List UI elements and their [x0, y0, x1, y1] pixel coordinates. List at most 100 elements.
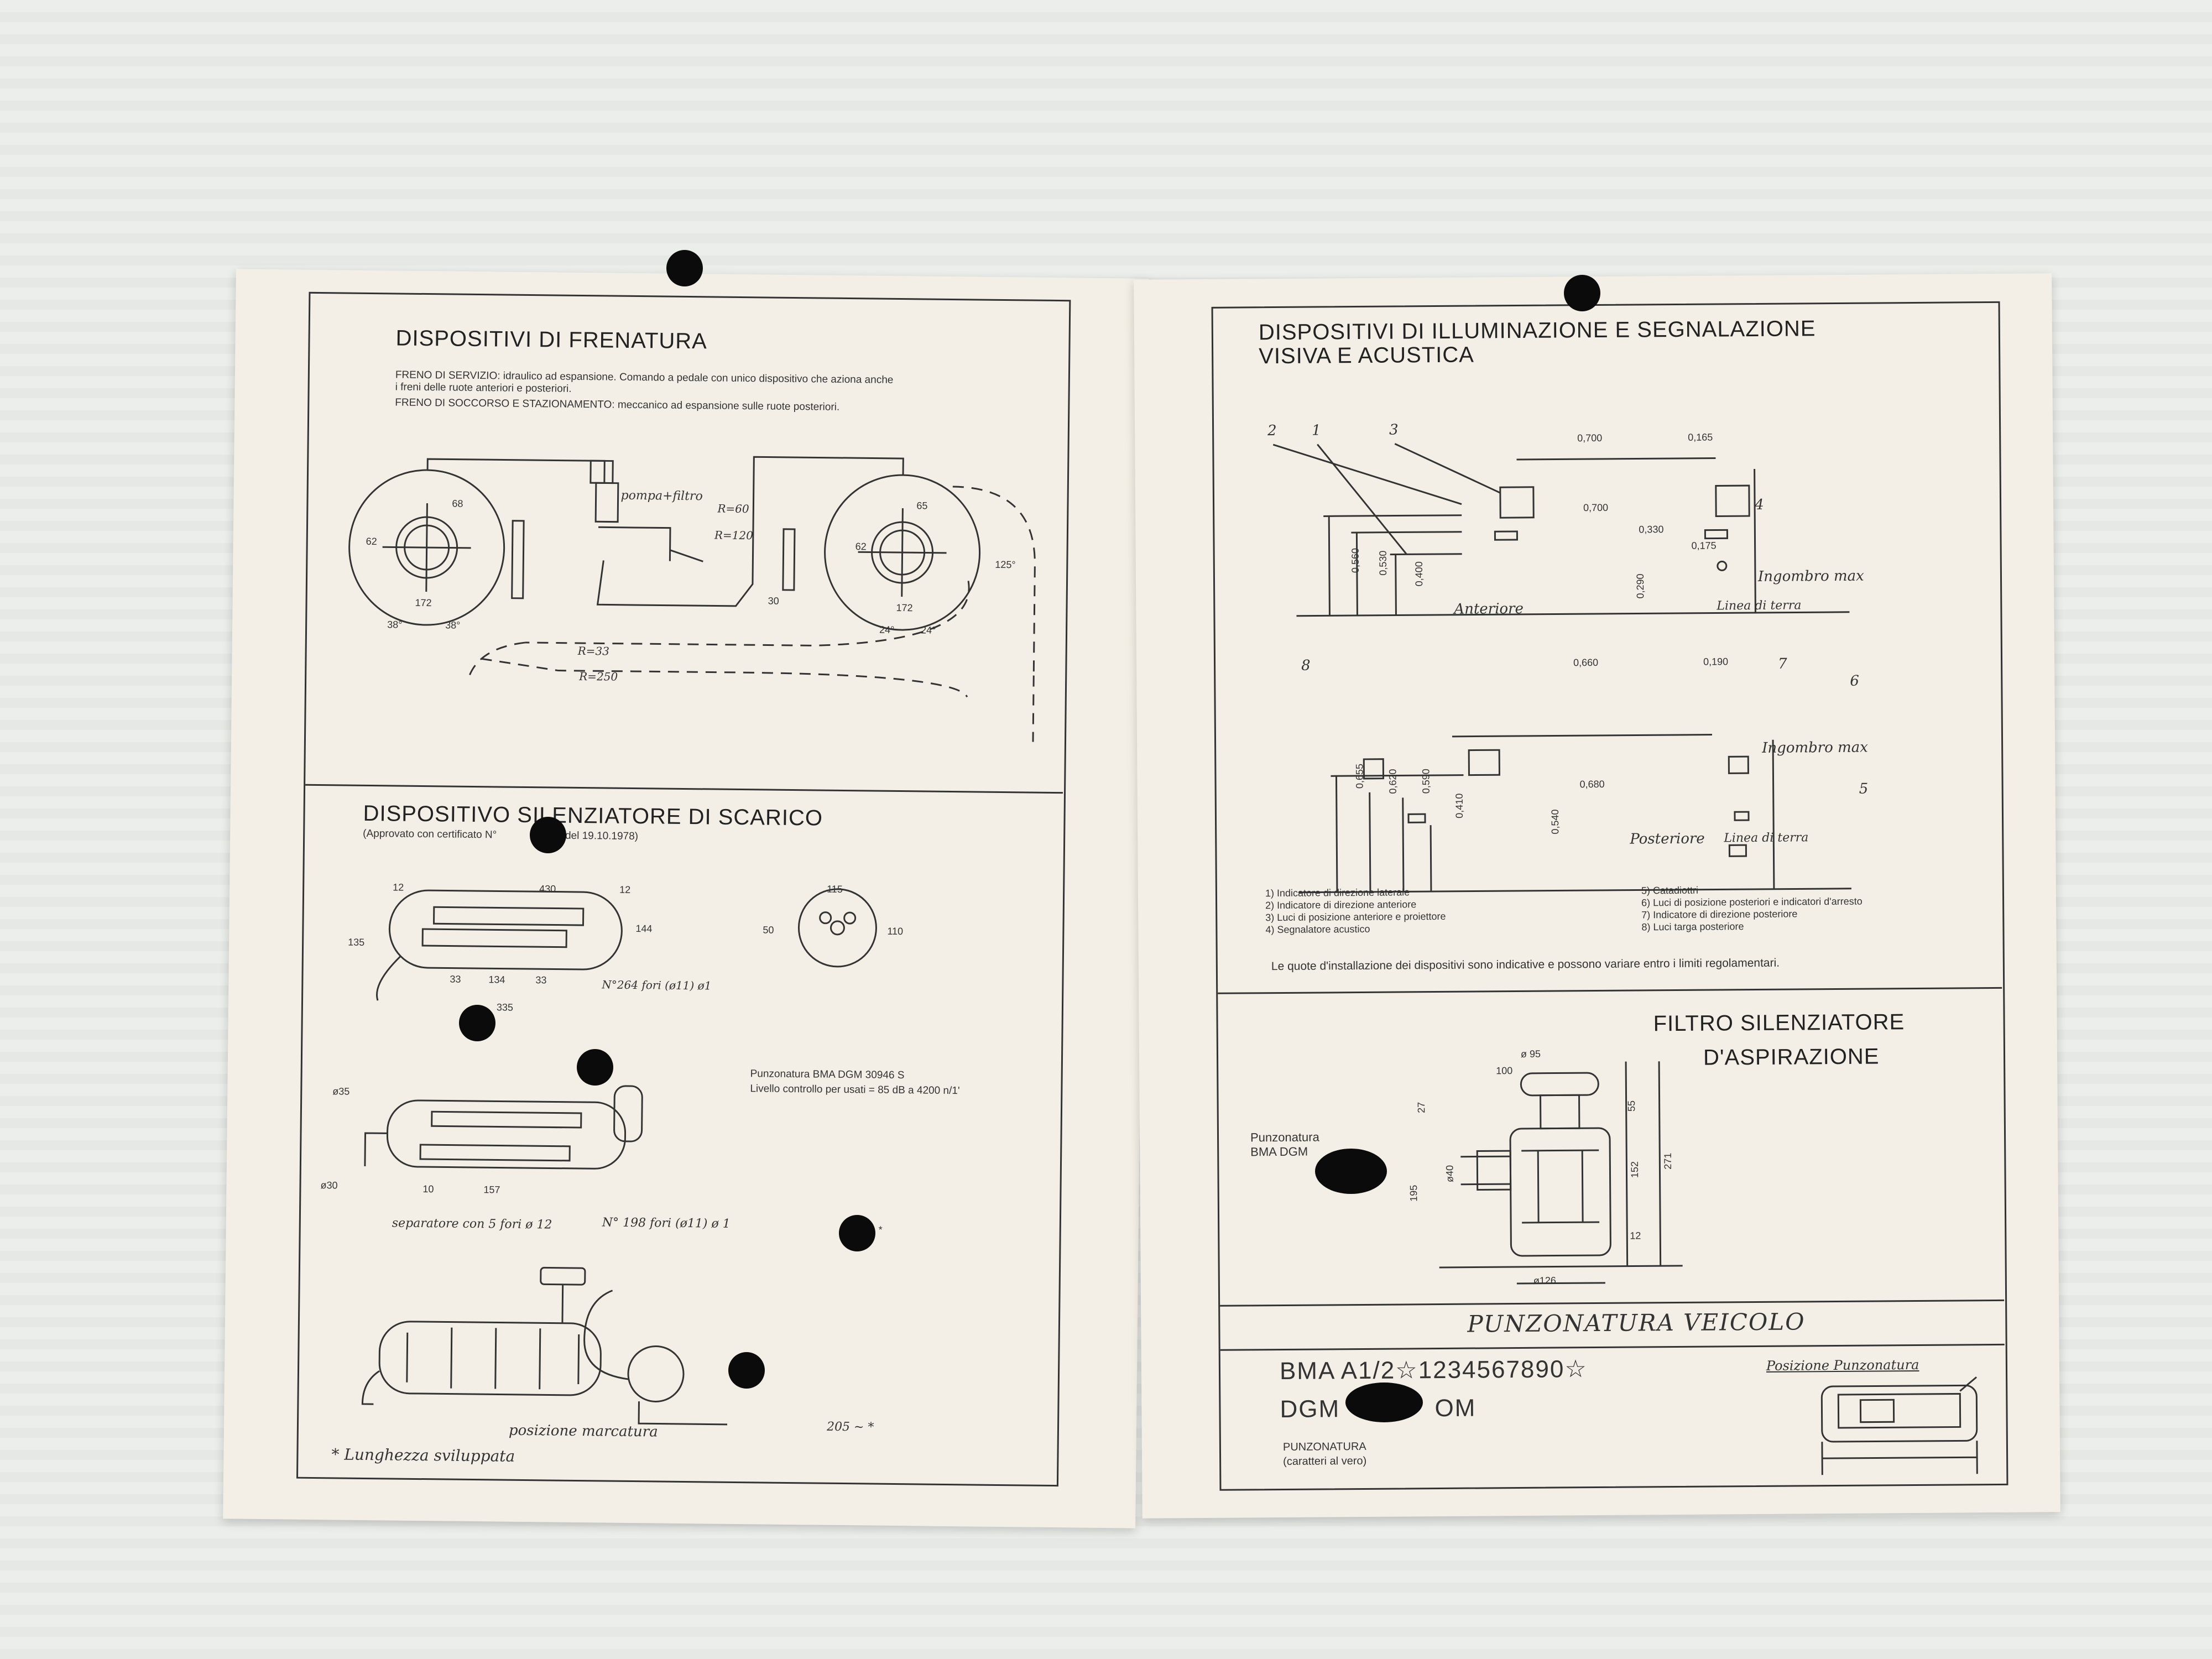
legend-item-4: 4) Segnalatore acustico [1265, 923, 1370, 936]
lights-rear-h5: 0,540 [1549, 809, 1561, 834]
lights-n6: 6 [1850, 672, 1859, 690]
lights-title-2: VISIVA E ACUSTICA [1259, 342, 1475, 369]
lights-posteriore: Posteriore [1630, 830, 1705, 848]
legend-item-6: 6) Luci di posizione posteriori e indica… [1641, 895, 1863, 909]
lights-rear-w2: 0,190 [1703, 656, 1729, 667]
brake-label-r250: R=250 [579, 669, 618, 684]
exhaust-dim-115: 115 [827, 883, 843, 895]
lights-ingombro-front: Ingombro max [1757, 567, 1864, 585]
lights-n3: 3 [1389, 421, 1399, 439]
brake-dim-65: 65 [916, 500, 928, 512]
legend-item-7: 7) Indicatore di direzione posteriore [1641, 908, 1798, 921]
brake-dim-24a: 24° [879, 624, 895, 635]
lights-front-w3: 0,700 [1583, 502, 1609, 514]
exhaust-star: * [878, 1224, 883, 1235]
exhaust-dim-35: ø35 [332, 1086, 350, 1097]
lights-front-h3: 0,400 [1413, 561, 1425, 587]
brake-dim-62a: 62 [366, 535, 377, 547]
redaction-blot [1315, 1149, 1387, 1194]
brake-service-text-2: i freni delle ruote anteriori e posterio… [395, 381, 572, 395]
brake-title: DISPOSITIVI DI FRENATURA [395, 326, 708, 354]
exhaust-holes-1: N°264 fori (ø11) ø1 [602, 978, 712, 993]
exhaust-dim-134: 134 [488, 974, 505, 985]
exhaust-title: DISPOSITIVO SILENZIATORE DI SCARICO [363, 801, 823, 831]
brake-dim-125: 125° [995, 559, 1016, 571]
vehicle-line-2a: DGM [1280, 1395, 1340, 1423]
filter-d95: ø 95 [1520, 1048, 1541, 1060]
exhaust-approval-tail: 8 del 19.10.1978) [556, 830, 639, 843]
legend-item-3: 3) Luci di posizione anteriore e proiett… [1265, 910, 1446, 924]
redaction-blot [1345, 1383, 1423, 1422]
lights-front-w4: 0,330 [1639, 524, 1664, 535]
exhaust-marcatura: posizione marcatura [508, 1422, 658, 1441]
brake-dim-30: 30 [768, 595, 779, 607]
lights-n5: 5 [1859, 780, 1869, 797]
exhaust-dim-12b: 12 [619, 884, 631, 895]
vehicle-caption-2: (caratteri al vero) [1283, 1454, 1367, 1468]
redaction-dot [728, 1352, 765, 1389]
vehicle-line-1: BMA A1/2☆1234567890☆ [1279, 1355, 1588, 1385]
brake-dim-62b: 62 [855, 541, 867, 552]
lights-front-h1: 0,560 [1349, 547, 1361, 573]
filter-d195: 195 [1408, 1185, 1420, 1202]
exhaust-lunghezza: * Lunghezza sviluppata [331, 1445, 515, 1465]
redaction-dot [530, 817, 566, 853]
brake-dim-38b: 38° [445, 619, 461, 631]
lights-linea-front: Linea di terra [1717, 598, 1802, 613]
brake-dim-24b: 24° [921, 624, 936, 636]
lights-n4: 4 [1754, 496, 1764, 513]
brake-label-pump: pompa+filtro [620, 488, 703, 504]
lights-n1: 1 [1312, 422, 1321, 439]
brake-dim-172a: 172 [415, 597, 432, 609]
left-page: DISPOSITIVI DI FRENATURA FRENO DI SERVIZ… [223, 269, 1149, 1528]
brake-label-r33: R=33 [577, 644, 610, 658]
brake-diagram [348, 456, 1036, 742]
lights-legend-right: 5) Catadiottri 6) Luci di posizione post… [1641, 883, 1863, 933]
legend-item-8: 8) Luci targa posteriore [1641, 921, 1744, 933]
exhaust-separator: separatore con 5 fori ø 12 [392, 1216, 552, 1232]
exhaust-dim-33b: 33 [535, 974, 547, 986]
redaction-dot [1564, 275, 1600, 311]
vehicle-posizione: Posizione Punzonatura [1766, 1357, 1919, 1374]
filter-d40: ø40 [1444, 1165, 1455, 1182]
lights-title-1: DISPOSITIVI DI ILLUMINAZIONE E SEGNALAZI… [1258, 316, 1816, 345]
filter-punz-1: Punzonatura [1250, 1130, 1319, 1145]
redaction-dot [577, 1049, 613, 1086]
lights-legend-left: 1) Indicatore di direzione laterale 2) I… [1265, 886, 1446, 936]
exhaust-punch: Punzonatura BMA DGM 30946 S [750, 1068, 905, 1082]
lights-n2: 2 [1267, 422, 1277, 440]
lights-n7: 7 [1777, 655, 1787, 672]
redaction-dot [839, 1215, 875, 1251]
exhaust-level: Livello controllo per usati = 85 dB a 42… [750, 1083, 960, 1097]
exhaust-dim-205: 205 ~ * [826, 1420, 874, 1434]
exhaust-diagram-top [361, 888, 877, 1426]
exhaust-dim-157: 157 [483, 1184, 500, 1196]
filter-d271: 271 [1662, 1152, 1673, 1170]
legend-item-5: 5) Catadiottri [1641, 884, 1699, 896]
filter-d12: 12 [1630, 1230, 1641, 1241]
filter-d100: 100 [1496, 1065, 1513, 1077]
exhaust-dim-30: ø30 [320, 1180, 338, 1191]
lights-rear-w3: 0,680 [1579, 778, 1605, 790]
redaction-dot [666, 250, 703, 286]
lights-front-w1: 0,700 [1577, 432, 1603, 444]
lights-linea-rear: Linea di terra [1724, 831, 1809, 846]
exhaust-dim-110: 110 [887, 925, 904, 937]
legend-item-1: 1) Indicatore di direzione laterale [1265, 886, 1410, 899]
filter-diagram [1439, 1061, 1683, 1285]
lights-rear-h3: 0,590 [1420, 769, 1432, 794]
exhaust-dim-12a: 12 [393, 881, 404, 893]
brake-dim-38a: 38° [387, 619, 403, 630]
exhaust-holes-2: N° 198 fori (ø11) ø 1 [602, 1215, 731, 1231]
brake-dim-68: 68 [452, 498, 463, 509]
exhaust-dim-144: 144 [635, 923, 653, 935]
vehicle-rear-drawing [1820, 1376, 1978, 1475]
exhaust-dim-10: 10 [422, 1183, 434, 1195]
filter-d55: 55 [1626, 1100, 1637, 1112]
lights-front-w2: 0,165 [1688, 431, 1713, 443]
lights-rear-h4: 0,410 [1453, 793, 1465, 818]
filter-title-1: FILTRO SILENZIATORE [1653, 1010, 1905, 1036]
filter-d126: ø126 [1533, 1275, 1556, 1286]
vehicle-line-2b: OM [1434, 1394, 1477, 1422]
brake-label-r120: R=120 [714, 528, 754, 542]
